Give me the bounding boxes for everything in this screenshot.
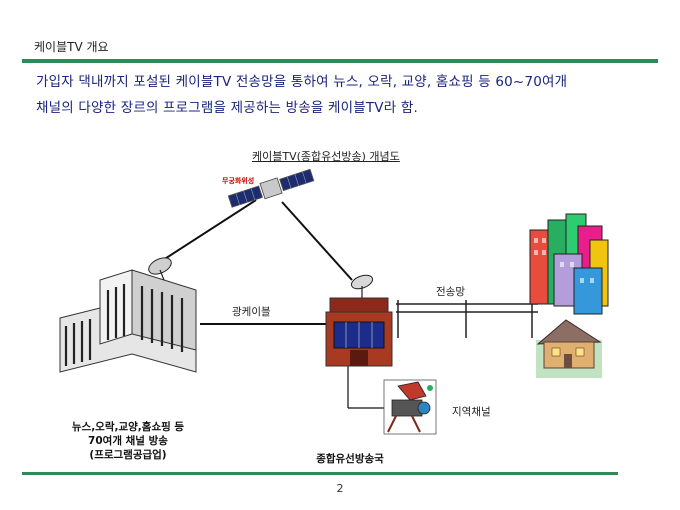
- provider-label-line-2: 70여개 채널 방송: [88, 435, 168, 447]
- provider-satellite-link: [159, 199, 257, 263]
- house-icon: [536, 319, 602, 378]
- city-buildings-icon: [529, 213, 609, 315]
- satellite-label: 무궁화위성: [222, 177, 255, 185]
- satellite-icon: [227, 168, 315, 208]
- header-divider: [22, 59, 658, 63]
- footer-divider: [22, 472, 618, 475]
- page-number: 2: [336, 482, 344, 495]
- transmission-network: [396, 300, 538, 338]
- local-channel-label: 지역채널: [452, 406, 491, 418]
- diagram-title: 케이블TV(종합유선방송) 개념도: [252, 150, 400, 163]
- transmission-network-label: 전송망: [436, 286, 465, 298]
- provider-label-line-1: 뉴스,오락,교양,홈쇼핑 등: [71, 421, 185, 433]
- provider-building-icon: [59, 257, 197, 373]
- fiber-cable-label: 광케이블: [232, 306, 271, 318]
- satellite-station-link: [281, 201, 353, 281]
- intro-line-1: 가입자 댁내까지 포설된 케이블TV 전송망을 통하여 뉴스, 오락, 교양, …: [36, 74, 568, 90]
- provider-label: 뉴스,오락,교양,홈쇼핑 등 70여개 채널 방송 (프로그램공급업): [56, 420, 200, 462]
- station-label: 종합유선방송국: [316, 453, 384, 465]
- intro-line-2: 채널의 다양한 장르의 프로그램을 제공하는 방송을 케이블TV라 함.: [36, 100, 418, 116]
- intro-text: 가입자 댁내까지 포설된 케이블TV 전송망을 통하여 뉴스, 오락, 교양, …: [36, 69, 656, 121]
- local-channel-camera-icon: [383, 379, 437, 435]
- page-title: 케이블TV 개요: [34, 40, 109, 54]
- cable-station-icon: [325, 274, 393, 367]
- provider-label-line-3: (프로그램공급업): [89, 449, 167, 461]
